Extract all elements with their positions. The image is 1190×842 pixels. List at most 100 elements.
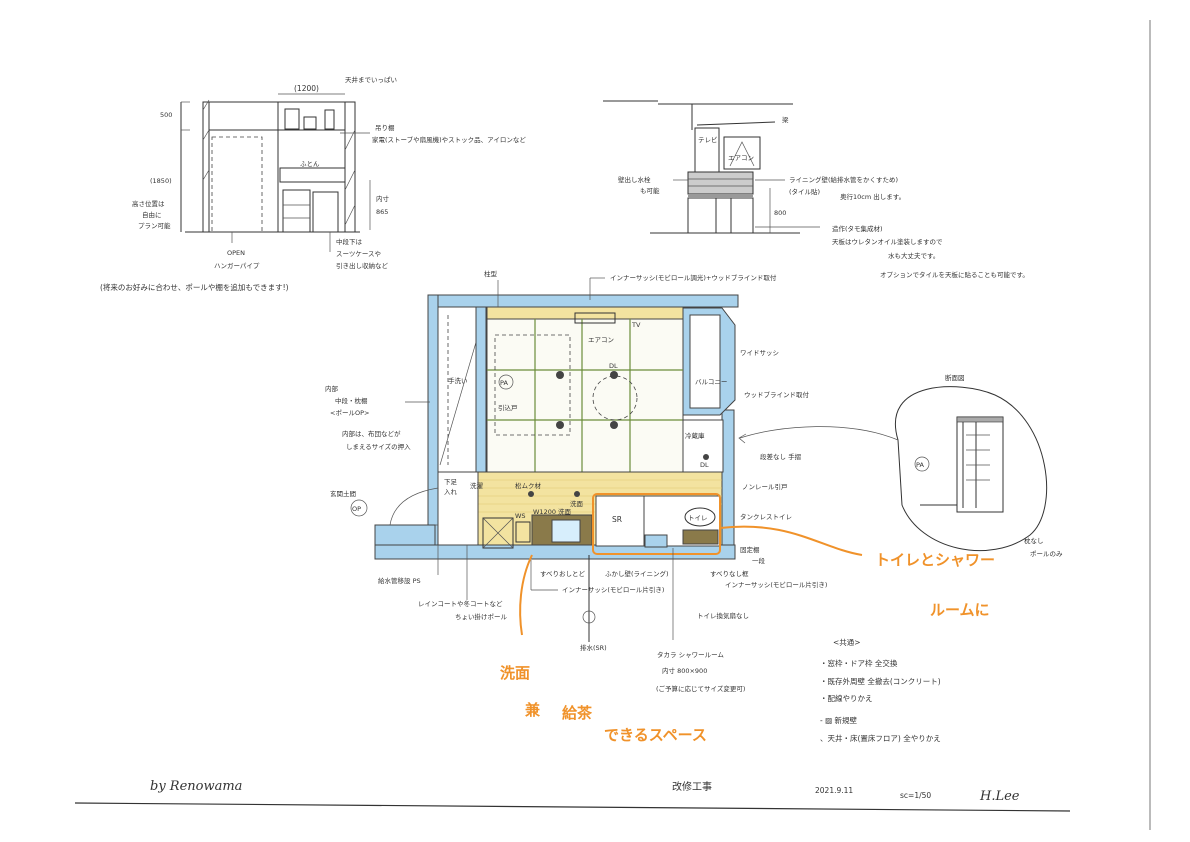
pillar-label: 柱型	[484, 269, 498, 278]
wide-sash-label: ワイドサッシ	[740, 349, 779, 357]
height-note-2: 自由に	[142, 210, 162, 219]
dl-label: DL	[609, 362, 618, 370]
detail-bubble	[738, 386, 1048, 552]
bottom-sash-right-label: インナーサッシ(モビロール片引き)	[725, 580, 827, 589]
shower-note-1: タカラ シャワールーム	[657, 650, 724, 659]
toilet-marker: トイレ	[688, 514, 708, 522]
shower-note-2: 内寸 800×900	[662, 666, 707, 675]
notes-title: <共通>	[833, 637, 861, 647]
section-title: 断面図	[945, 373, 965, 382]
toilet-shower-annotation-2: ルームに	[930, 601, 990, 619]
height-800: 800	[774, 209, 786, 217]
counter-note-4: オプションでタイルを天板に貼ることも可能です。	[880, 270, 1029, 279]
note-item-3: ・配線やりかえ	[820, 693, 873, 703]
coat-pole-label-2: ちょい掛けポール	[455, 612, 508, 621]
fixed-shelf-label-2: 一段	[752, 556, 766, 565]
note-item-2: ・既存外周壁 全撤去(コンクリート)	[820, 676, 941, 686]
open-note: OPEN	[227, 249, 245, 257]
height-note-3: プラン可能	[138, 221, 171, 230]
closet-elevation	[180, 93, 371, 252]
balcony-label: バルコニー	[695, 378, 727, 386]
counter-note-1: 造作(タモ集成材)	[832, 224, 883, 233]
fixed-shelf-label-1: 固定棚	[740, 545, 760, 554]
height-note-1: 高さ位置は	[132, 199, 165, 208]
inner-dim-label: 内寸	[376, 194, 390, 203]
basin-width-label: W1200 洗面	[533, 507, 572, 516]
closet-note-1: 内部	[325, 384, 339, 393]
entrance-op: OP	[352, 505, 361, 513]
top-sash-label: インナーサッシ(モビロール調光)+ウッドブラインド取付	[610, 273, 777, 282]
shoes-label-2: 入れ	[444, 488, 458, 496]
note-item-4: - ▨ 新規壁	[820, 715, 858, 725]
height-dimension: (1850)	[150, 177, 172, 185]
hanger-note: ハンガーパイプ	[214, 261, 260, 270]
beam-label: 梁	[782, 115, 789, 124]
futon-label: ふとん	[300, 160, 320, 168]
ps-label: 給水管移設 PS	[378, 576, 421, 585]
width-dimension: (1200)	[294, 84, 319, 93]
depth-note: 奥行10cm 出します。	[840, 192, 905, 201]
threshold-left-label: すべりおしとど	[540, 570, 586, 578]
author-name: H.Lee	[979, 789, 1020, 804]
top-dimension: 500	[160, 111, 172, 119]
wash-label: 洗濯	[470, 481, 484, 490]
faucet-note-2: も可能	[640, 186, 660, 195]
wash-tea-annotation-3: 給茶	[562, 704, 593, 722]
floor-plan	[374, 294, 739, 560]
bottom-sash-left-label: インナーサッシ(モビロール片引き)	[562, 585, 664, 594]
closet-note-4: 内部は、布団などが	[342, 429, 401, 438]
detail-note-1: 枕なし	[1024, 536, 1044, 545]
threshold-right-label: すべりなし框	[710, 569, 749, 578]
shoes-label-1: 下足	[444, 478, 458, 486]
step-rail-label: 段差なし 手摺	[760, 452, 802, 461]
entrance-label: 玄関土間	[330, 489, 356, 498]
under-note-2: スーツケースや	[336, 250, 381, 258]
wash-tea-annotation-4: できるスペース	[604, 726, 707, 744]
basin-label: 洗面	[570, 499, 584, 508]
drawing-scale: sc=1/50	[900, 791, 931, 800]
toilet-shower-annotation-1: トイレとシャワー	[875, 551, 995, 569]
tv-label: テレビ	[698, 135, 718, 144]
tile-note: (タイル貼)	[789, 187, 820, 196]
handwash-label: 手洗い	[448, 376, 468, 385]
kitchenette-elevation	[603, 100, 820, 234]
aircon-elev-label: エアコン	[728, 154, 754, 162]
shower-room-marker: SR	[612, 515, 622, 524]
inner-dim-value: 865	[376, 208, 388, 216]
drain-label: 排水(SR)	[580, 643, 607, 652]
drawing-date: 2021.9.11	[815, 786, 853, 795]
counter-note-2: 天板はウレタンオイル塗装しますので	[832, 237, 943, 246]
detail-note-2: ポールのみ	[1030, 550, 1063, 558]
lining-note: ライニング壁(給排水管をかくすため)	[789, 175, 898, 184]
tankless-toilet-label: タンクレストイレ	[740, 512, 792, 521]
closet-note-2: 中段・枕棚	[335, 396, 368, 405]
floor-material-label: 松ムク材	[515, 481, 542, 490]
note-item-5: 、天井・床(置床フロア) 全やりかえ	[820, 733, 941, 743]
footer-rule	[74, 802, 1071, 812]
wood-blind-label: ウッドブラインド取付	[744, 390, 810, 399]
shelf-note: 家電(ストーブや扇風機)やストック品、アイロンなど	[372, 135, 526, 144]
aircon-label: エアコン	[588, 336, 614, 344]
sliding-door-label: 引込戸	[498, 403, 518, 412]
closet-note-3: <ポールOP>	[330, 409, 369, 417]
dl-label-2: DL	[700, 461, 709, 469]
pa-marker: PA	[500, 379, 509, 387]
shelf-label: 吊り棚	[375, 123, 395, 132]
closet-note-5: しまえるサイズの押入	[346, 442, 411, 451]
ceiling-note: 天井までいっぱい	[345, 75, 397, 84]
drawing-title: 改修工事	[672, 780, 712, 793]
counter-note-3: 水も大丈夫です。	[888, 251, 939, 260]
detail-pa-marker: PA	[916, 461, 925, 469]
faucet-note-1: 壁出し水栓	[618, 175, 651, 184]
tv-label: TV	[631, 321, 641, 329]
note-item-1: ・窓枠・ドア枠 全交換	[820, 658, 898, 668]
wash-tea-annotation-2: 兼	[525, 701, 541, 719]
future-footnote: (将来のお好みに合わせ、ポールや棚を追加もできます!)	[100, 282, 289, 292]
under-note-1: 中段下は	[336, 237, 363, 246]
coat-pole-label-1: レインコートや冬コートなど	[418, 599, 503, 608]
wash-tea-annotation-1: 洗面	[500, 664, 530, 682]
no-fan-label: トイレ換気扇なし	[697, 611, 749, 620]
under-note-3: 引き出し収納など	[336, 261, 389, 270]
lining-wall-label: ふかし壁(ライニング)	[605, 569, 669, 578]
